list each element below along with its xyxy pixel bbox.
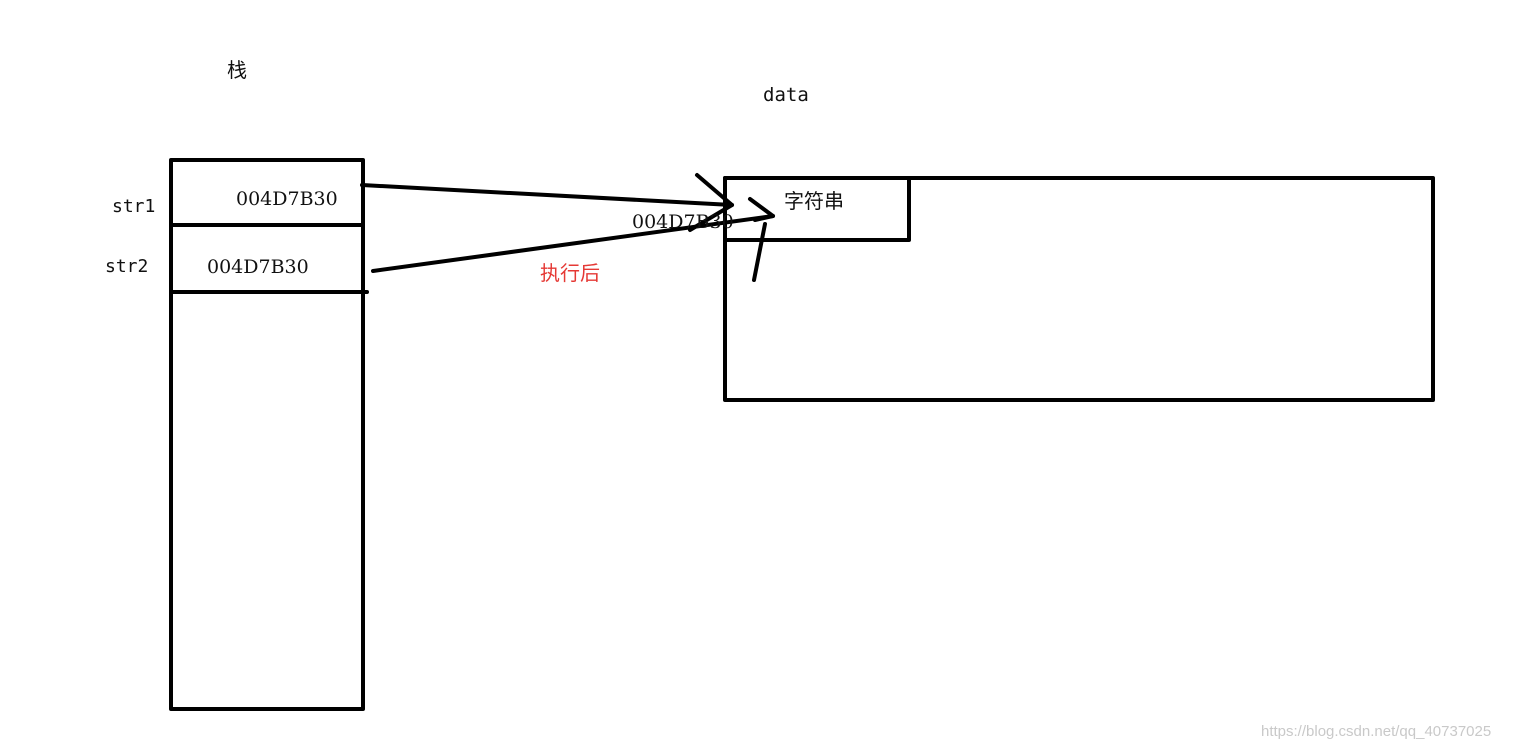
str2-pointer-arrow — [371, 214, 775, 273]
str1-address-value: 004D7B30 — [236, 188, 338, 210]
str2-label: str2 — [105, 256, 149, 277]
data-string-content: 字符串 — [784, 189, 844, 213]
after-execution-annotation: 执行后 — [540, 261, 600, 285]
str1-arrow-head — [688, 173, 734, 232]
stack-box — [169, 158, 365, 711]
pointer-tick-mark — [752, 222, 767, 282]
str1-label: str1 — [112, 196, 156, 217]
watermark: https://blog.csdn.net/qq_40737025 — [1261, 723, 1492, 740]
str2-address-value: 004D7B30 — [207, 256, 309, 278]
data-string-address: 004D7B30 — [632, 211, 734, 233]
data-segment-box — [723, 176, 1435, 402]
data-segment-title: data — [763, 84, 809, 106]
str1-pointer-arrow — [360, 183, 734, 207]
stack-title: 栈 — [227, 58, 247, 82]
str2-arrow-head — [748, 197, 775, 222]
